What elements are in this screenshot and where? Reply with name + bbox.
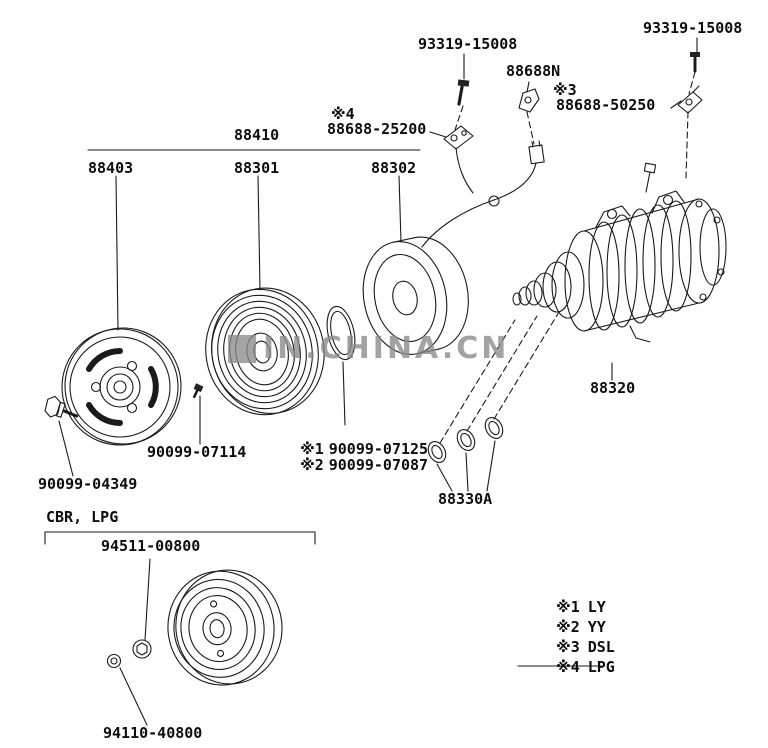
legend-item-3: ※3 DSL [520,623,615,671]
oring-set-88330a-drawing [427,417,504,463]
part-label-88330a: 88330A [438,490,493,508]
legend-item-4: ※4 LPG [520,643,615,691]
variant-pulley-drawing [167,569,283,686]
legend-mark-1: ※1 [556,598,580,616]
screw-93319-center-drawing [457,79,470,106]
variant-section-title: CBR, LPG [46,508,119,526]
part-label-94511-00800: 94511-00800 [101,537,201,555]
part-label-88403: 88403 [88,159,134,177]
part-label-90099-07114: 90099-07114 [147,443,247,461]
legend-code-3: DSL [587,638,615,656]
part-label-88688-25200: 88688-25200 [327,120,427,138]
legend-code-4: LPG [587,658,615,676]
legend-code-1: LY [587,598,606,616]
bracket-88688-25200-drawing [443,125,474,150]
bracket-88688-50250-drawing [677,85,703,114]
part-number: 90099-07087 [328,456,429,474]
clip-88688n-drawing [518,88,540,113]
legend-item-1: ※1 LY [520,583,606,631]
stator-drawing [362,236,469,355]
screw-93319-right-drawing [690,52,700,73]
part-label-90099-04349: 90099-04349 [38,475,138,493]
assembly-axis-dashed-lines [439,71,696,444]
legend-mark-4: ※4 [556,658,580,676]
part-label-93319-15008-right: 93319-15008 [643,19,743,37]
note-mark-4: ※4 [331,105,355,123]
variant-nut-drawing [132,639,152,659]
legend-mark-3: ※3 [556,638,580,656]
part-label-88301: 88301 [234,159,280,177]
part-label-88688-50250: 88688-50250 [556,96,656,114]
note-mark-3: ※3 [553,81,577,99]
part-label-88302: 88302 [371,159,417,177]
bolt-90099-04349-drawing [44,395,79,418]
note-mark-2: ※2 [300,456,324,474]
leader-lines [44,37,698,726]
note-mark-1: ※1 [300,440,324,458]
harness-connector-drawing [421,140,545,248]
legend-mark-2: ※2 [556,618,580,636]
part-number: 90099-07125 [328,440,429,458]
bolt-90099-07114-drawing [193,383,204,398]
part-label-88410: 88410 [234,126,280,144]
legend-code-2: YY [587,618,606,636]
legend-item-2: ※2 YY [520,603,606,651]
rotor-pulley-drawing [205,287,325,416]
variant-washer-drawing [106,653,122,669]
part-label-93319-15008-center: 93319-15008 [418,35,518,53]
part-label-94110-40800: 94110-40800 [103,724,203,742]
part-label-88320: 88320 [590,379,636,397]
snap-ring-drawing [326,305,356,361]
part-label-88688n: 88688N [506,62,561,80]
clutch-hub-drawing [61,327,182,446]
compressor-drawing [512,162,727,343]
